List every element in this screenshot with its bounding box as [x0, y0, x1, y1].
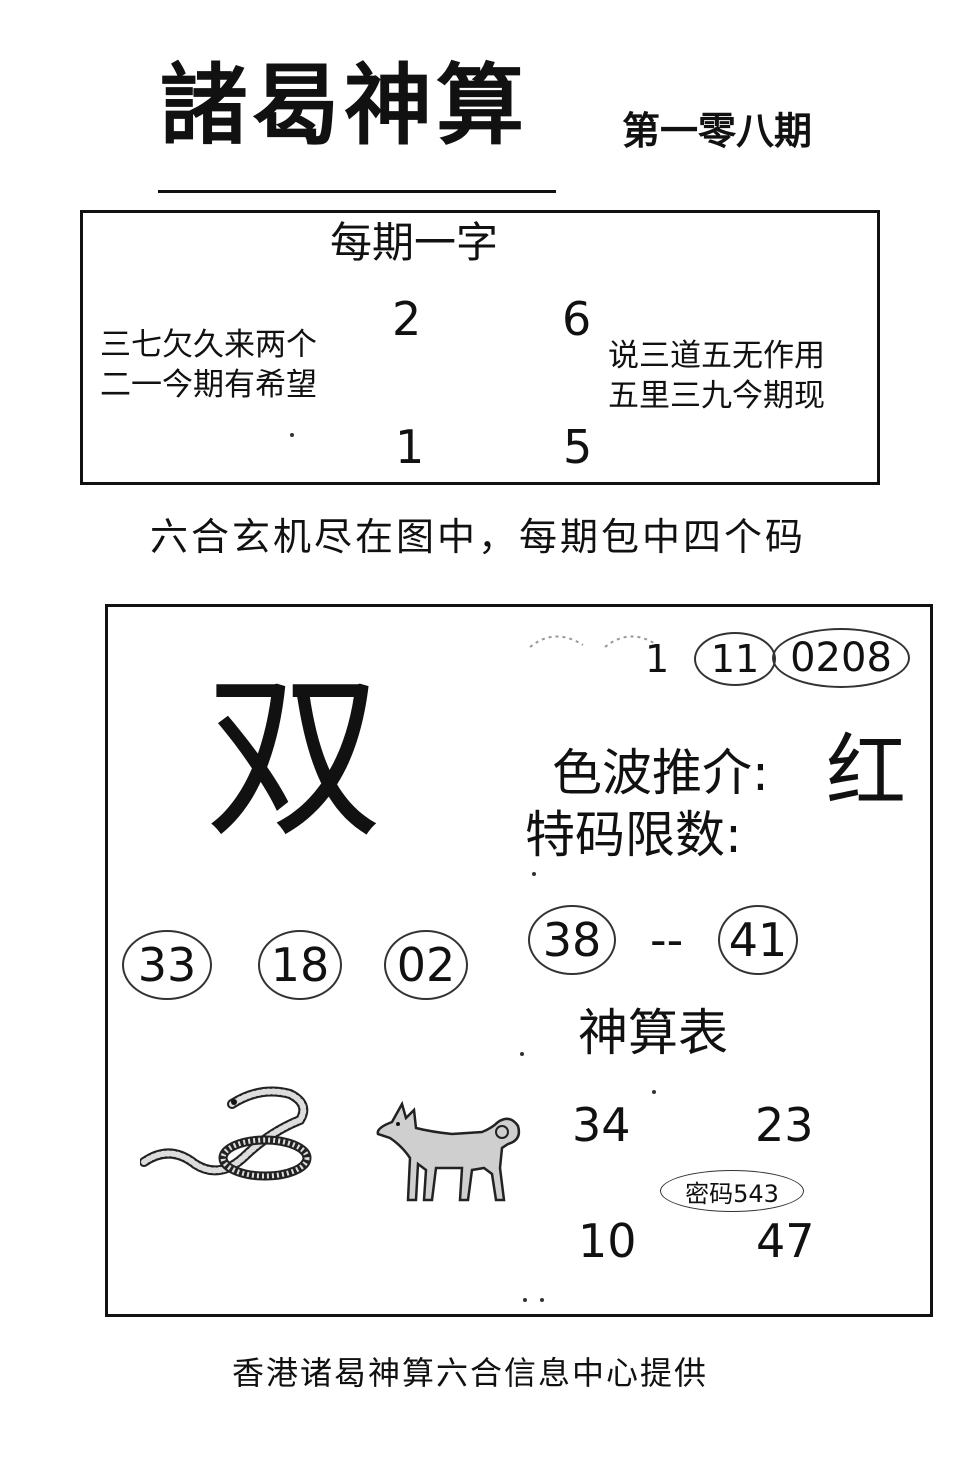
- limit-from: 38: [528, 905, 616, 975]
- number-item: 33: [122, 930, 212, 1000]
- verse-right: 说三道五无作用 五里三九今期现: [608, 336, 825, 416]
- title-rule: [158, 190, 556, 193]
- verse-line: 二一今期有希望: [100, 367, 317, 403]
- dog-icon: [376, 1100, 521, 1202]
- main-panel: [105, 604, 933, 1317]
- speck: [520, 1052, 524, 1056]
- digit-bottom-left: 1: [395, 420, 425, 474]
- speck: [532, 872, 536, 876]
- number-item: 02: [384, 930, 468, 1000]
- speck: [290, 433, 294, 437]
- issue-number: 第一零八期: [622, 108, 813, 153]
- verse-line: 五里三九今期现: [608, 378, 825, 414]
- snake-icon: [140, 1086, 312, 1181]
- panel-heading: 每期一字: [330, 218, 499, 267]
- verse-line: 三七欠久来两个: [100, 327, 317, 363]
- digit-top-left: 2: [392, 292, 422, 346]
- verse-line: 说三道五无作用: [608, 338, 825, 374]
- digit-bottom-right: 5: [563, 420, 593, 474]
- table-title: 神算表: [578, 1004, 728, 1062]
- table-cell: 47: [756, 1214, 815, 1268]
- wave-label: 色波推介:: [552, 744, 769, 802]
- big-character: 双: [205, 655, 383, 862]
- limit-label: 特码限数:: [525, 806, 742, 864]
- speck: [523, 1298, 527, 1302]
- secret-code: 密码543: [660, 1170, 804, 1212]
- faint-arcs: [529, 635, 658, 648]
- table-cell: 10: [578, 1214, 637, 1268]
- footer-credit: 香港诸曷神算六合信息中心提供: [232, 1354, 709, 1392]
- limit-to: 41: [718, 905, 798, 975]
- table-cell: 23: [755, 1098, 814, 1152]
- wave-value: 红: [826, 725, 906, 818]
- code-item: 0208: [772, 628, 910, 688]
- page-title: 諸曷神算: [160, 54, 529, 157]
- code-item: 1: [645, 637, 670, 681]
- verse-left: 三七欠久来两个 二一今期有希望: [100, 325, 317, 405]
- number-item: 18: [258, 930, 342, 1000]
- table-cell: 34: [572, 1098, 631, 1152]
- speck: [652, 1090, 656, 1094]
- limit-separator: --: [650, 913, 684, 967]
- slogan: 六合玄机尽在图中，每期包中四个码: [150, 515, 807, 559]
- code-item: 11: [694, 632, 776, 686]
- digit-top-right: 6: [562, 292, 592, 346]
- speck: [540, 1298, 544, 1302]
- top-panel: [80, 210, 880, 485]
